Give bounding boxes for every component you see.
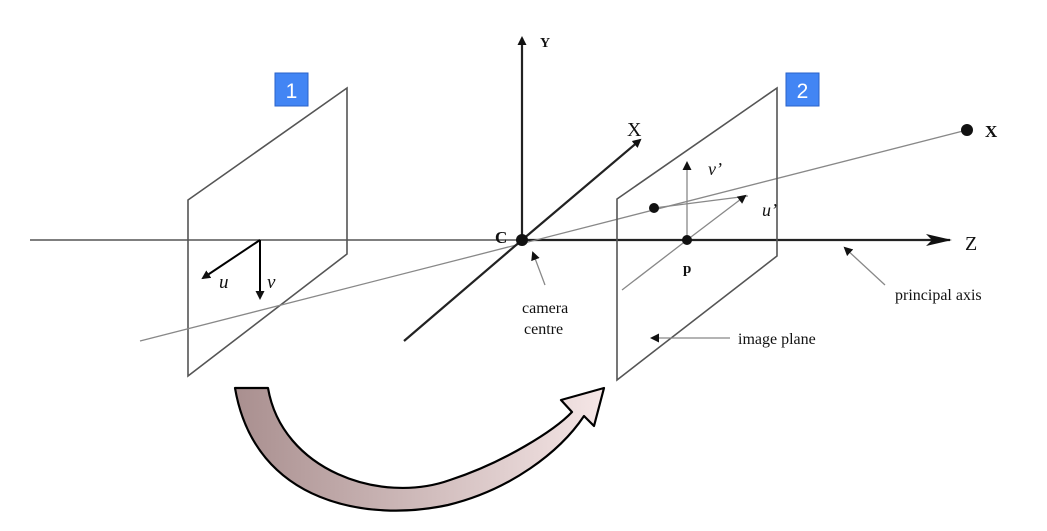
- projected-point: [649, 203, 659, 213]
- u-label: u: [219, 272, 229, 293]
- camera-centre-label-line1: camera: [522, 300, 568, 317]
- principal-axis-label: principal axis: [895, 287, 982, 304]
- principal-point: [682, 235, 692, 245]
- u-prime-axis: [686, 194, 747, 241]
- camera-c-label: C: [495, 228, 507, 247]
- camera-centre-point: [516, 234, 528, 246]
- x-axis-negative: [403, 239, 523, 342]
- badge-2-label: 2: [797, 80, 809, 103]
- badge-1-label: 1: [286, 80, 298, 103]
- u-axis-arrow: [201, 239, 261, 280]
- curved-transition-arrow: [233, 386, 606, 512]
- y-axis-label: Y: [540, 36, 550, 51]
- principal-axis-pointer: [843, 246, 886, 286]
- principal-point-label: p: [683, 261, 691, 277]
- x-axis-label: X: [627, 119, 642, 141]
- world-point-x: [961, 124, 973, 136]
- z-axis-label: Z: [965, 233, 977, 255]
- v-prime-label: v’: [708, 159, 722, 179]
- image-plane-2: [616, 86, 778, 382]
- world-point-label: X: [985, 122, 998, 141]
- badge-2: 2: [785, 72, 820, 107]
- image-plane-1: [187, 86, 348, 378]
- badge-1: 1: [274, 72, 309, 107]
- plane2-diagonal: [621, 239, 688, 291]
- camera-centre-label-line2: centre: [524, 321, 563, 338]
- v-label: v: [267, 272, 276, 293]
- camera-centre-pointer: [531, 251, 546, 286]
- projected-point-line: [653, 195, 749, 209]
- projection-ray: [139, 129, 968, 342]
- x-axis: [521, 138, 642, 241]
- image-plane-label: image plane: [738, 331, 816, 348]
- u-prime-label: u’: [762, 200, 777, 220]
